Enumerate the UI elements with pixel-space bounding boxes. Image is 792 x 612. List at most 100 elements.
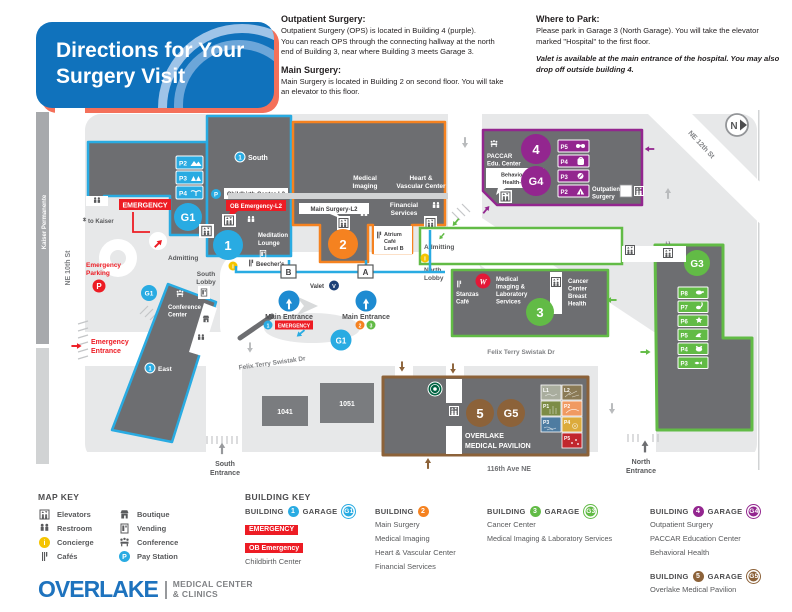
garage-4-levels: P5 P4 P3 P2 — [557, 139, 590, 198]
walgreens-icon — [475, 273, 491, 289]
north-entrance-label: North — [632, 459, 651, 466]
building-key-item: Overlake Medical Pavilion — [650, 585, 737, 594]
page-title-line1: Directions for Your — [56, 39, 245, 62]
compass-n: N — [730, 121, 737, 132]
building-key-item: Behavioral Health — [650, 548, 710, 557]
concierge-i: i — [424, 257, 426, 263]
main-entrance-label: Main Entrance — [265, 314, 313, 321]
overlake-medical-pavilion-label: OVERLAKE — [465, 433, 504, 440]
cancer-center-label: Health — [568, 302, 587, 308]
building-word: BUILDING — [245, 507, 284, 516]
garage-5-circle — [497, 399, 525, 427]
building-1-key-circle: 1 — [287, 506, 299, 517]
logo-tagline: MEDICAL CENTER & CLINICS — [172, 579, 253, 599]
building-5-garage-5: 5 G5 OVERLAKE MEDICAL PAVILION L1 L2 P1 … — [381, 361, 590, 469]
building-3-circle — [526, 298, 554, 326]
map-key-label: Conference — [137, 537, 179, 547]
ob-emergency-label: OB Emergency-L2 — [230, 204, 283, 210]
garage-1-key-circle: G1 — [341, 504, 357, 519]
emergency-parking-label: Emergency — [86, 262, 121, 269]
logo-tagline-line1: MEDICAL CENTER — [172, 579, 253, 589]
door-a-marker — [357, 264, 374, 279]
logo-name: OVERLAKE — [38, 576, 159, 602]
garage-word: GARAGE — [544, 507, 580, 516]
pavilion-level-p2: P2 — [564, 404, 570, 410]
concierge-icon: i — [39, 536, 50, 548]
building-key-group-4: BUILDING 4 GARAGE G4 Outpatient Surgery … — [650, 504, 790, 560]
building-key-header: BUILDING 5 GARAGE G5 — [650, 569, 790, 584]
map-key-item: Elevators — [38, 507, 94, 521]
binoculars-icon — [578, 144, 583, 147]
building-1041 — [262, 396, 308, 426]
medical-imaging-lab-label: Medical — [496, 277, 518, 283]
south-lobby-label: Lobby — [196, 279, 216, 286]
outpatient-body-line: You can reach OPS through the connecting… — [281, 36, 495, 46]
cancer-center-label: Cancer — [568, 279, 589, 285]
building-3: Stanzas Café W Medical Imaging & Laborat… — [450, 268, 617, 338]
north-lobby-label: North — [424, 267, 441, 274]
building-4-key-circle: 4 — [692, 506, 704, 517]
turtle-icon — [701, 291, 704, 293]
pay-station-icon: P — [119, 550, 130, 562]
elevator-icon — [39, 509, 50, 519]
behavioral-health-label: Health-L6 — [502, 180, 527, 186]
building-word: BUILDING — [487, 507, 526, 516]
crosswalks — [77, 203, 659, 444]
building-2-number: 2 — [339, 237, 346, 252]
building-1051-label: 1051 — [339, 401, 355, 408]
conference-center-label: Center — [168, 313, 188, 319]
kaiser-strip-lower — [36, 348, 49, 464]
atrium-cafe-label: Café — [384, 239, 396, 245]
other-buildings: 1041 1051 — [262, 383, 374, 426]
outpatient-entrance — [619, 184, 633, 198]
map-key-label: Cafés — [57, 551, 78, 561]
building-3-dot — [366, 320, 376, 330]
map-key-item: Boutique — [118, 507, 178, 521]
page-title: Directions for Your Surgery Visit — [56, 38, 274, 90]
garage-4-key-circle: G4 — [746, 504, 762, 519]
cancer-center-label: Center — [568, 287, 588, 293]
ob-emergency-box — [226, 200, 286, 211]
concierge-i: i — [232, 265, 234, 271]
map-key-label: Concierge — [57, 537, 94, 547]
concierge-icon — [420, 253, 430, 263]
map-key-title: MAP KEY — [38, 492, 80, 502]
walgreens-w: W — [479, 278, 487, 287]
beechers-label: Beecher's — [256, 262, 285, 268]
building-1-garage-1: P2 P3 P4 P 1 South EMERGENCY to Kaiser G… — [71, 114, 448, 444]
south-lobby-label: South — [197, 271, 215, 278]
kaiser-permanente-label: Kaiser Permanente — [42, 194, 48, 249]
page-title-line2: Surgery Visit — [56, 65, 186, 88]
pavilion-levels: L1 L2 P1 P2 P3 P4 P5 — [540, 384, 583, 449]
building-key-group-5: BUILDING 5 GARAGE G5 Overlake Medical Pa… — [650, 569, 790, 597]
pavilion-entrance — [446, 426, 462, 454]
building-1-number: 1 — [224, 238, 231, 253]
main-body-line: an elevator to this floor. — [281, 87, 360, 96]
ob-emergency-key-badge: OB Emergency — [245, 543, 304, 553]
park-body-line: marked "Hospital" to the first floor. — [536, 36, 651, 46]
overlake-medical-pavilion-label: MEDICAL PAVILION — [465, 443, 531, 450]
garage-5-label: G5 — [504, 408, 519, 420]
building-key-item: Cancer Center — [487, 520, 536, 529]
emergency-entrance-label: Entrance — [91, 348, 121, 355]
emergency-parking-label: Parking — [86, 270, 110, 277]
emergency-parking-icon — [92, 279, 106, 293]
east-corridor — [189, 303, 217, 356]
garage3-level-p4: P4 — [681, 348, 689, 354]
cafe-icon — [42, 551, 48, 561]
main-entrance-label: Main Entrance — [342, 314, 390, 321]
building-key-group-1: BUILDING 1 GARAGE G1 EMERGENCY OB Emerge… — [245, 504, 370, 569]
building-5-key-circle: 5 — [692, 571, 704, 582]
valet-icon — [329, 280, 339, 291]
conference-center-label: Conference — [168, 305, 202, 311]
outpatient-body-line: end of Building 3, near where Building 3… — [281, 47, 474, 56]
pavilion-level-p4: P4 — [564, 420, 570, 426]
map-key-item: Conference — [118, 535, 178, 549]
building-key-header: BUILDING 3 GARAGE G3 — [487, 504, 647, 519]
trees-icon — [191, 176, 201, 181]
garage1-level-p4: P4 — [179, 191, 187, 198]
atrium-cafe-box — [374, 226, 412, 254]
garage-1-levels: P2 P3 P4 — [175, 155, 204, 200]
map-key-item: i Concierge — [38, 535, 94, 549]
